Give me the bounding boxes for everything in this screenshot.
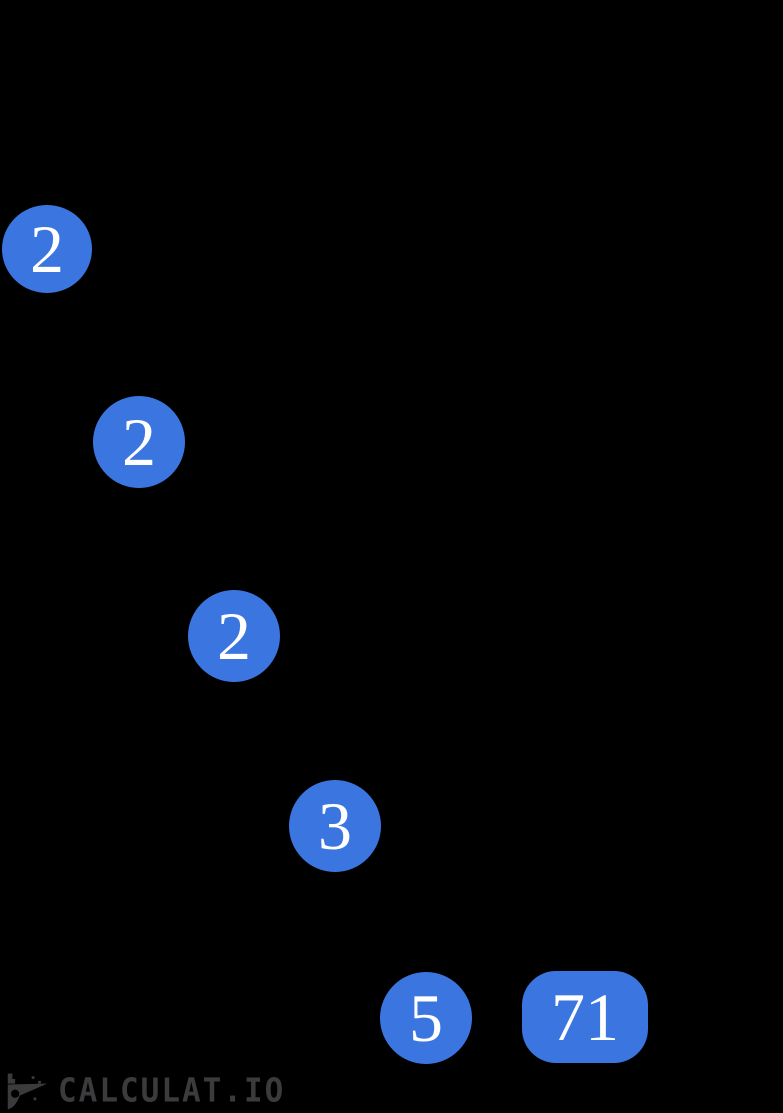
tree-node-5: 5 xyxy=(380,972,472,1064)
calculatio-logo: CALCULAT.IO xyxy=(5,1070,285,1112)
tree-node-3: 3 xyxy=(289,780,381,872)
tree-node-2: 2 xyxy=(93,396,185,488)
tree-node-2: 2 xyxy=(188,590,280,682)
tree-node-71: 71 xyxy=(522,971,648,1063)
logo-text: CALCULAT.IO xyxy=(58,1071,286,1110)
rocket-icon xyxy=(5,1070,51,1112)
tree-node-2: 2 xyxy=(2,205,92,293)
